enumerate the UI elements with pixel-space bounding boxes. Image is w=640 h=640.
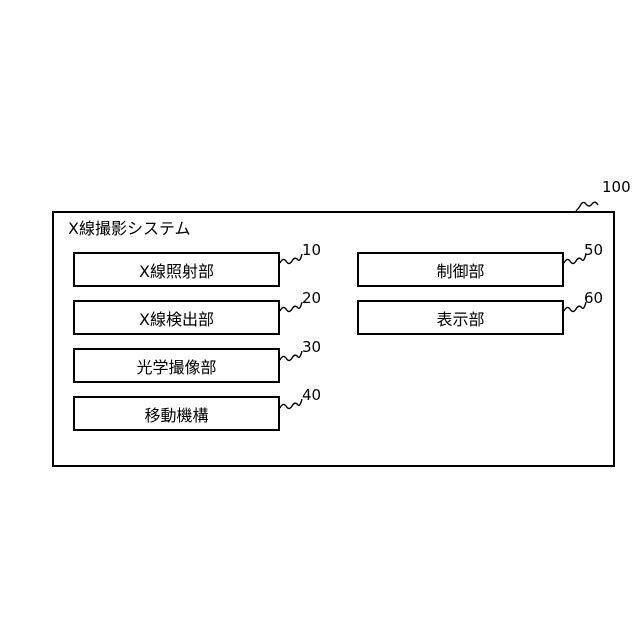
ref-number-50: 50 [584,241,603,259]
ref-number-60: 60 [584,289,603,307]
xray-detection-block: X線検出部 [73,300,280,335]
system-title: X線撮影システム [68,219,190,239]
system-ref-number: 100 [602,178,631,196]
xray-irradiation-block: X線照射部 [73,252,280,287]
optical-imaging-block: 光学撮像部 [73,348,280,383]
control-block: 制御部 [357,252,564,287]
ref-number-10: 10 [302,241,321,259]
ref-number-40: 40 [302,386,321,404]
movement-mechanism-block: 移動機構 [73,396,280,431]
display-block: 表示部 [357,300,564,335]
leader-line-100 [576,202,598,211]
ref-number-20: 20 [302,289,321,307]
ref-number-30: 30 [302,338,321,356]
